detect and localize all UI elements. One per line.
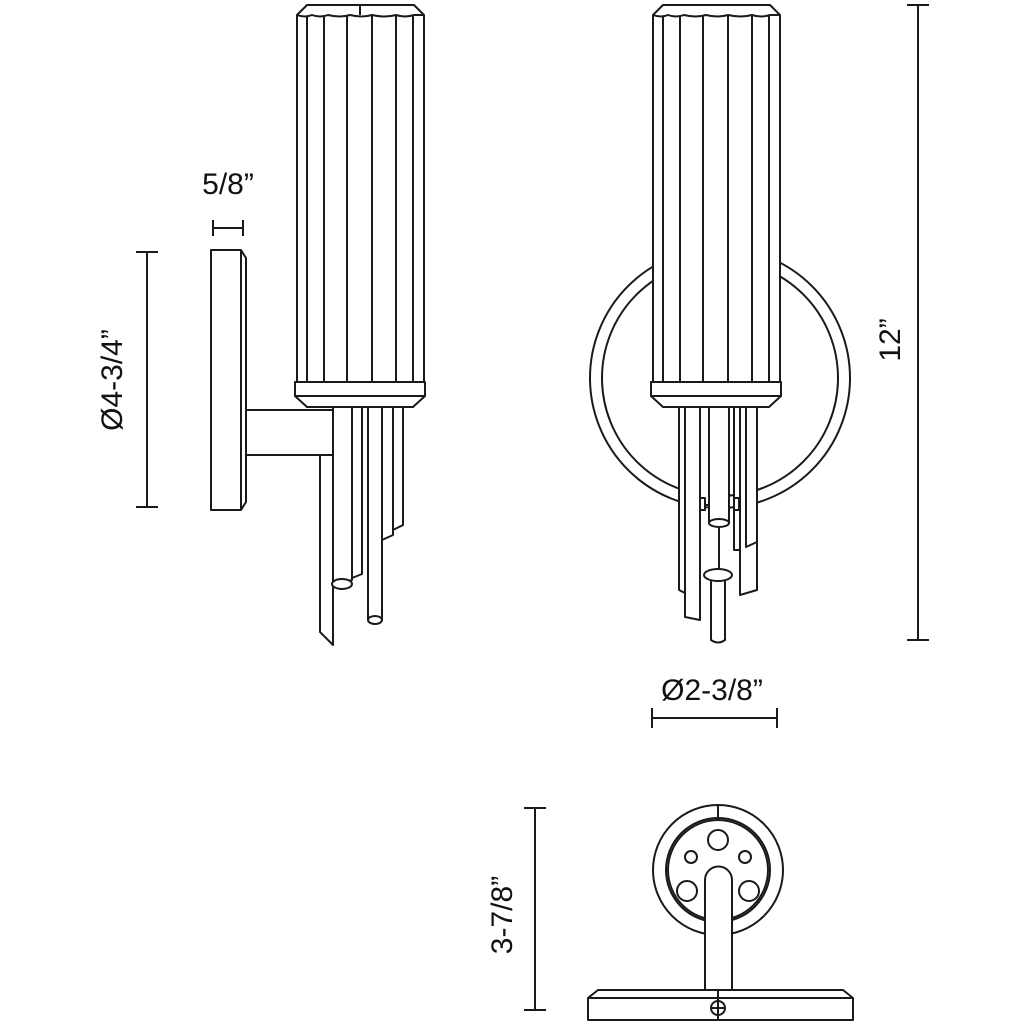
front-shade: [650, 4, 782, 408]
shade-diameter-dimension: Ø2-3/8”: [651, 674, 778, 728]
backplate-diameter-dimension: Ø4-3/4”: [96, 251, 158, 508]
top-arm: [704, 865, 733, 991]
backplate-diameter-label: Ø4-3/4”: [96, 329, 129, 431]
extension-label: 3-7/8”: [486, 876, 519, 954]
top-view: 3-7/8”: [486, 804, 854, 1021]
height-label: 12”: [874, 318, 907, 361]
depth-dimension: 5/8”: [202, 168, 254, 236]
side-arm: [245, 409, 334, 456]
height-dimension: 12”: [874, 4, 929, 641]
extension-dimension: 3-7/8”: [486, 807, 546, 1011]
screw-icon: [710, 1000, 726, 1016]
shade-diameter-label: Ø2-3/8”: [661, 674, 763, 707]
front-rods: [678, 406, 758, 644]
mounting-holes: [676, 829, 760, 913]
depth-label: 5/8”: [202, 168, 254, 201]
front-view: 12” Ø2-3/8”: [589, 4, 929, 728]
side-view: 5/8” Ø4-3/4”: [96, 4, 426, 646]
side-shade: [294, 4, 426, 408]
